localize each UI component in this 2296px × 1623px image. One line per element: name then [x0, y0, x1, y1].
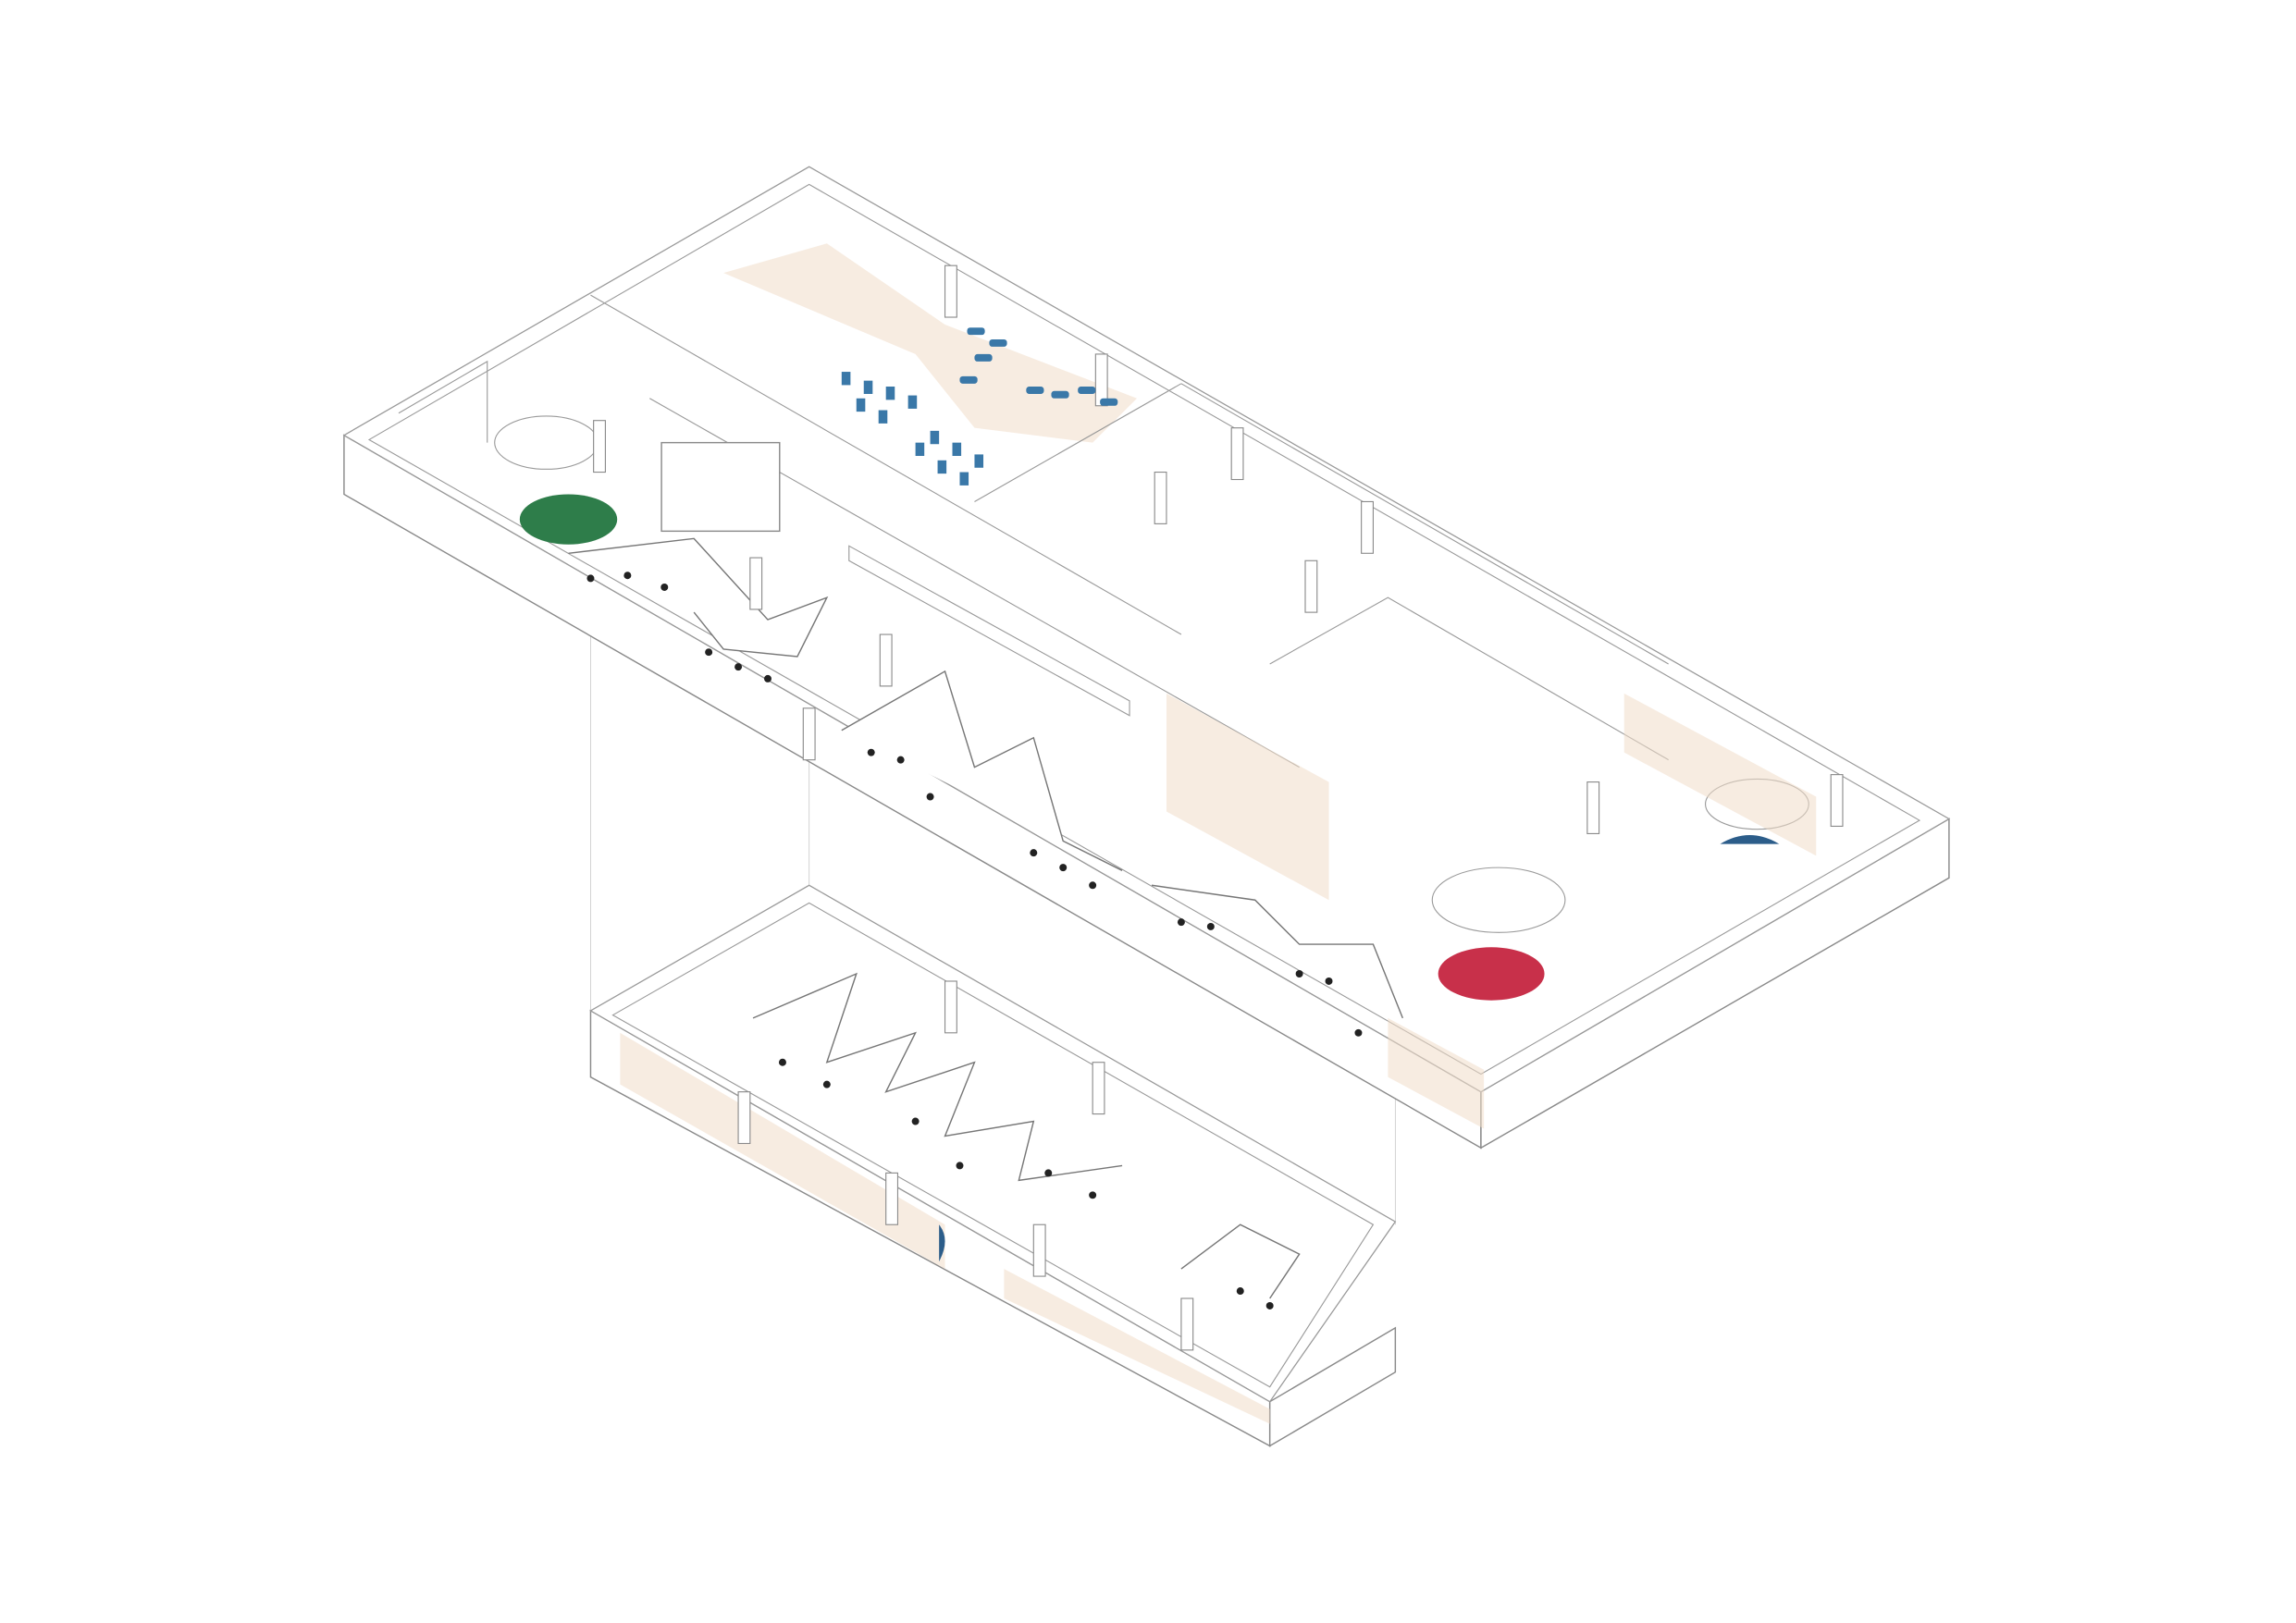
green-lounge-rug [519, 494, 618, 545]
navy-seat [1720, 835, 1780, 844]
desk-cluster [1180, 1223, 1301, 1299]
storage-block [660, 441, 781, 533]
lower-floor [589, 884, 1397, 1447]
navy-seat [939, 1224, 945, 1262]
desk-cluster [568, 537, 829, 658]
red-meeting-rug [1438, 947, 1545, 1001]
glass-block-wall [848, 545, 1130, 717]
columns [737, 980, 1194, 1351]
desk-cluster [752, 972, 1123, 1182]
chairs [778, 1058, 1274, 1309]
blue-stools [841, 372, 984, 486]
upper-floor [342, 166, 1951, 1150]
blue-benches [959, 327, 1118, 406]
desk-cluster [841, 670, 1123, 871]
upper-floor-plate [342, 166, 1951, 1093]
chairs [586, 572, 1363, 1037]
lower-floor-slab-right [1268, 1326, 1397, 1447]
columns [593, 264, 1844, 834]
